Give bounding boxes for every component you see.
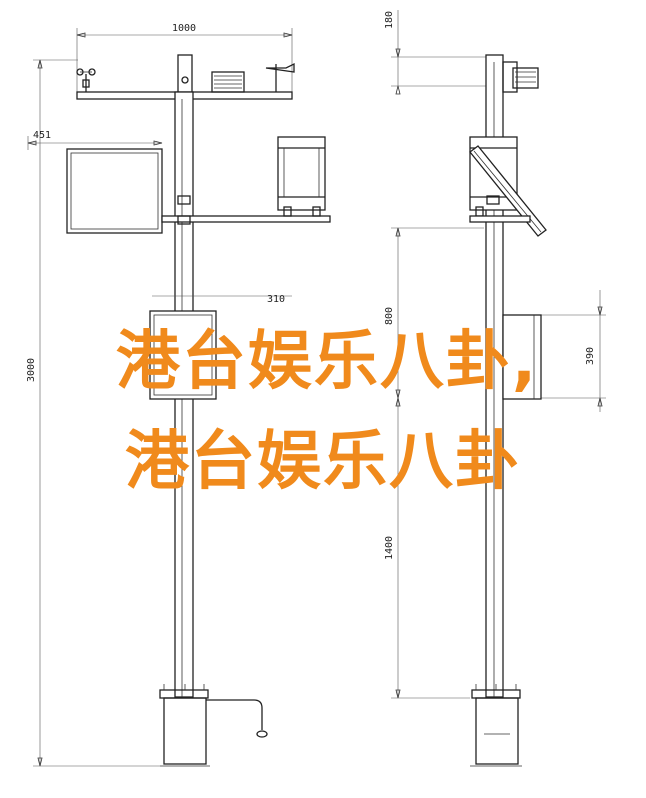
dim-height-top: 180 — [384, 11, 395, 29]
mast-cap-icon — [177, 54, 193, 93]
wind-vane-icon — [265, 62, 295, 92]
solar-radiation-sensor-icon — [211, 71, 245, 93]
front-view: 1000 3000 45 — [26, 23, 331, 767]
side-top-sensor-icon — [502, 61, 539, 93]
anemometer-icon — [76, 68, 96, 92]
dim-width-top: 1000 — [172, 23, 196, 34]
side-crossbar — [469, 215, 531, 223]
mid-crossbar — [161, 215, 331, 223]
dim-box-width: 310 — [267, 294, 285, 305]
dim-height-mid: 800 — [384, 307, 395, 325]
watermark-line-2: 港台娱乐八卦 — [125, 425, 521, 499]
dim-height-total: 3000 — [26, 358, 37, 382]
dim-height-low: 1400 — [384, 536, 395, 560]
rain-gauge-icon — [277, 136, 326, 217]
dim-height-box: 390 — [585, 347, 596, 365]
solar-panel — [66, 148, 163, 234]
dim-arm-offset: 451 — [33, 130, 51, 141]
control-box — [149, 310, 217, 400]
side-control-box — [502, 314, 542, 400]
side-base — [470, 684, 522, 767]
side-view: 180 800 390 1400 — [384, 10, 606, 767]
watermark-line-1: 港台娱乐八卦, — [115, 325, 539, 399]
front-base — [159, 684, 268, 767]
